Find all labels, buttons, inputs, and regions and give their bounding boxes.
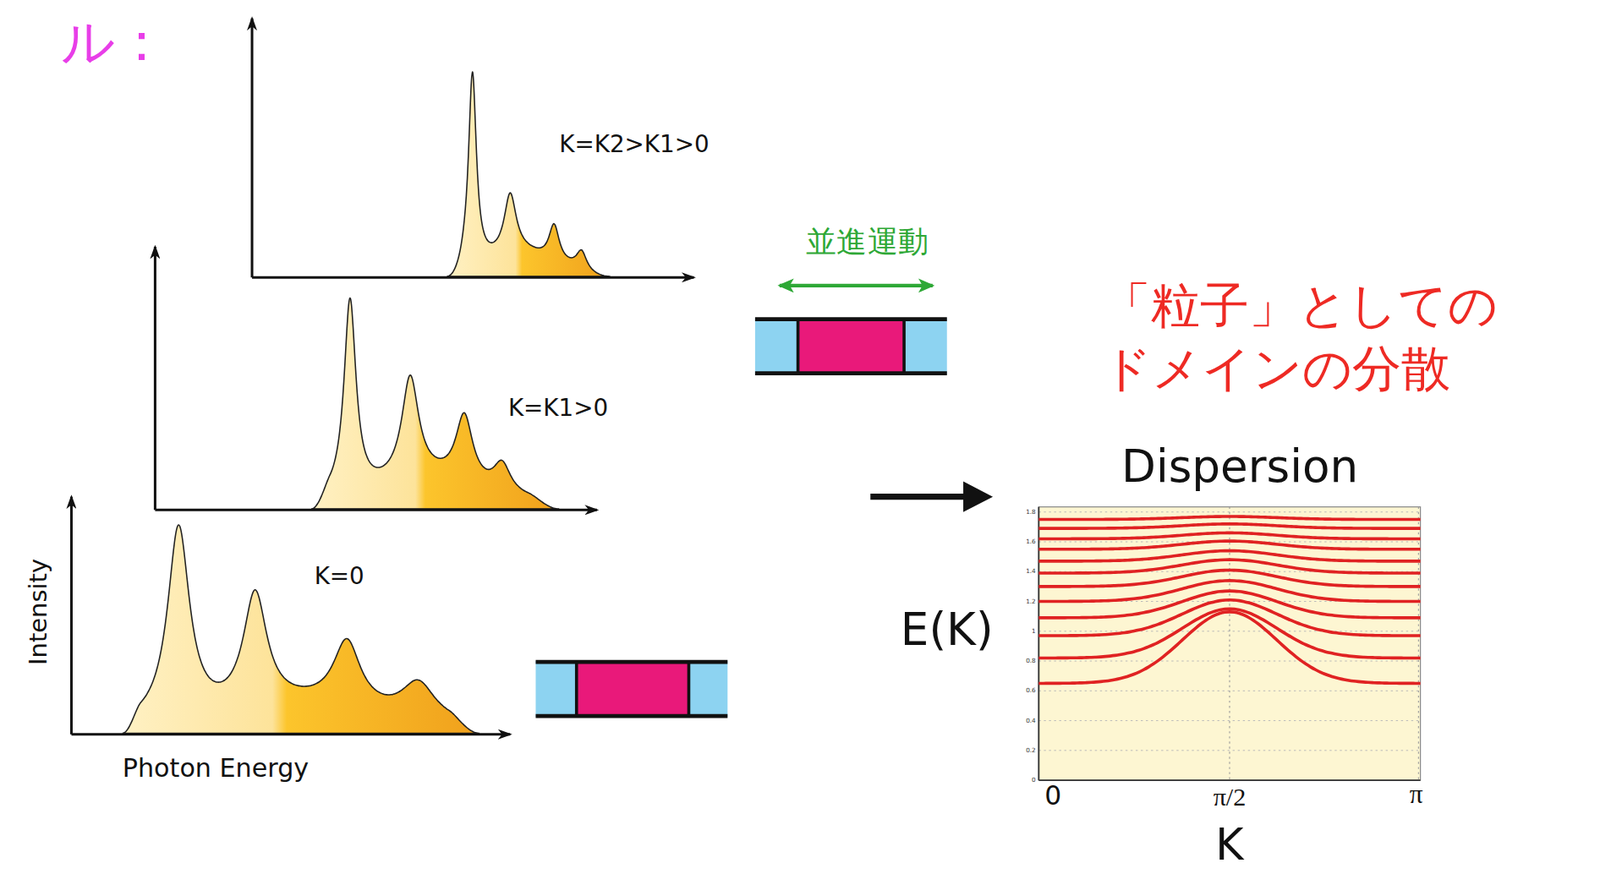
bar-edge [755,317,948,322]
dispersion-band [1038,551,1420,562]
domain-wall [687,661,691,718]
momentum-label: K=K2>K1>0 [558,130,709,158]
arrow-shaft [870,493,968,500]
grid-line [1038,750,1420,751]
dispersion-band [1038,591,1420,619]
domain [798,317,905,374]
momentum-label: K=0 [314,563,365,591]
tick-label: 1.8 [1025,509,1036,516]
tick-label: 0.4 [1025,717,1036,724]
tick-label: 0 [1044,781,1062,812]
plot-area [1038,507,1420,781]
axis-title: K [1215,821,1244,871]
domain-wall [902,317,906,374]
spectrum-curve [122,525,480,735]
bar-edge [535,660,728,665]
motion-label: 並進運動 [805,224,929,260]
grid-line [1228,507,1230,781]
tick-label: 1.6 [1025,538,1036,546]
grid-line [1038,720,1420,722]
y-axis [153,246,157,510]
tick-label: 1.4 [1025,568,1036,576]
section-heading: ル： [60,11,169,73]
x-axis [71,733,510,736]
x-axis [252,276,694,280]
tick-label: 1 [1031,628,1036,636]
tick-label: π [1409,779,1424,811]
tick-label: π/2 [1213,783,1247,813]
dispersion-plot [1038,507,1420,781]
dispersion-band [1038,532,1420,539]
tick-label: 1.2 [1025,597,1036,605]
big-arrow [870,482,993,513]
y-axis [70,497,73,735]
axis-title: Intensity [24,558,53,666]
dispersion-band [1038,580,1420,603]
plot-x-axis [1038,779,1420,782]
translation-arrow [779,284,933,288]
arrow-head [963,482,993,513]
y-axis [251,18,254,278]
domain-bar [755,317,948,374]
x-axis [154,509,597,512]
tick-label: 0.8 [1025,657,1036,665]
domain-bar [535,661,728,718]
dispersion-band [1038,516,1420,521]
bar-edge [535,714,728,719]
tick-label: 0 [1031,777,1036,784]
domain [576,661,690,718]
annotation: 「粒子」としての ドメインの分散 [1101,273,1592,401]
axis-title: Photon Energy [122,755,309,785]
tick-label: 0.6 [1025,687,1036,695]
domain-wall [575,661,579,718]
axis-title: E(K) [900,604,994,657]
dispersion-band [1038,524,1420,529]
domain-wall-region [755,317,948,374]
bar-edge [755,371,948,376]
momentum-label: K=K1>0 [508,394,609,422]
tick-label: 0.2 [1025,747,1036,755]
spectrum-curve [447,71,611,277]
spectra [122,71,611,734]
plot-axes [71,18,694,735]
dispersion-band [1038,541,1420,550]
plot-title: Dispersion [1121,441,1359,494]
domain-wall [796,317,800,374]
dispersion-band [1038,612,1420,685]
domain-wall-region [535,661,728,718]
